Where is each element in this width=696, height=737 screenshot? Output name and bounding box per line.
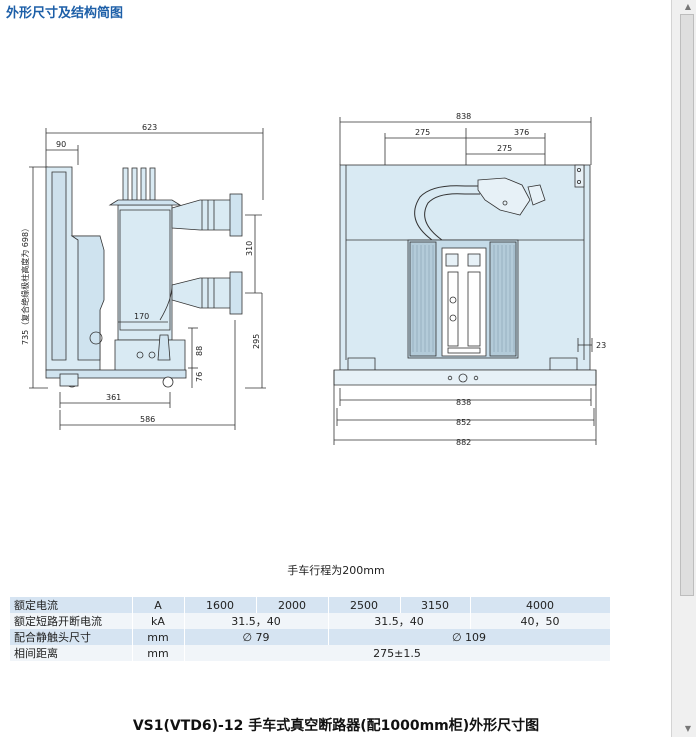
spec-value: 31.5，40	[184, 613, 329, 629]
drawing-title: VS1(VTD6)-12 手车式真空断路器(配1000mm柜)外形尺寸图	[132, 718, 540, 734]
dim-310: 310	[245, 241, 254, 256]
dim-376: 376	[514, 128, 529, 137]
dim-295: 295	[252, 334, 261, 349]
scroll-down-icon[interactable]: ▼	[684, 724, 692, 733]
dim-88: 88	[195, 346, 204, 356]
dim-76: 76	[195, 372, 204, 382]
dim-170: 170	[134, 312, 149, 321]
table-row: 配合静触头尺寸 mm ∅ 79 ∅ 109	[10, 629, 611, 645]
spec-value: ∅ 109	[328, 629, 611, 645]
dim-735-note: 735（复合绝缘极柱高度为 698）	[20, 224, 30, 345]
spec-value: ∅ 79	[184, 629, 329, 645]
spec-label: 额定电流	[10, 597, 133, 613]
spec-value: 4000	[470, 597, 611, 613]
dim-838-bottom: 838	[456, 398, 471, 407]
page-heading: 外形尺寸及结构简图	[6, 6, 124, 21]
dim-852: 852	[456, 418, 471, 427]
spec-unit: mm	[132, 629, 185, 645]
dim-23: 23	[596, 341, 606, 350]
spec-value: 2500	[328, 597, 401, 613]
dim-882: 882	[456, 438, 471, 447]
side-view	[29, 128, 266, 430]
spec-value: 40，50	[470, 613, 611, 629]
spec-label: 配合静触头尺寸	[10, 629, 133, 645]
spec-value: 1600	[184, 597, 257, 613]
spec-unit: A	[132, 597, 185, 613]
dim-623: 623	[142, 123, 157, 132]
dim-90: 90	[56, 140, 66, 149]
spec-value: 3150	[400, 597, 471, 613]
table-row: 相间距离 mm 275±1.5	[10, 645, 611, 661]
spec-unit: mm	[132, 645, 185, 661]
spec-value: 31.5，40	[328, 613, 471, 629]
dim-361: 361	[106, 393, 121, 402]
spec-unit: kA	[132, 613, 185, 629]
front-view	[333, 117, 597, 445]
side-view-labels: 623 90 735（复合绝缘极柱高度为 698） 310 295 170 88…	[20, 123, 261, 424]
vertical-scrollbar[interactable]: ▲ ▼	[671, 0, 696, 737]
dim-838-top: 838	[456, 112, 471, 121]
scroll-up-icon[interactable]: ▲	[684, 2, 692, 11]
technical-drawing: 623 90 735（复合绝缘极柱高度为 698） 310 295 170 88…	[20, 112, 606, 447]
travel-caption: 手车行程为200mm	[287, 564, 385, 577]
dim-275-left: 275	[415, 128, 430, 137]
front-view-labels: 838 275 376 275 23 838 852 882	[415, 112, 606, 447]
spec-value: 2000	[256, 597, 329, 613]
spec-table: 额定电流 A 1600 2000 2500 3150 4000 额定短路开断电流…	[10, 597, 611, 661]
spec-label: 相间距离	[10, 645, 133, 661]
dim-586: 586	[140, 415, 155, 424]
dim-275-center: 275	[497, 144, 512, 153]
spec-label: 额定短路开断电流	[10, 613, 133, 629]
table-row: 额定短路开断电流 kA 31.5，40 31.5，40 40，50	[10, 613, 611, 629]
spec-value: 275±1.5	[184, 645, 611, 661]
scroll-thumb[interactable]	[680, 14, 694, 596]
table-row: 额定电流 A 1600 2000 2500 3150 4000	[10, 597, 611, 613]
